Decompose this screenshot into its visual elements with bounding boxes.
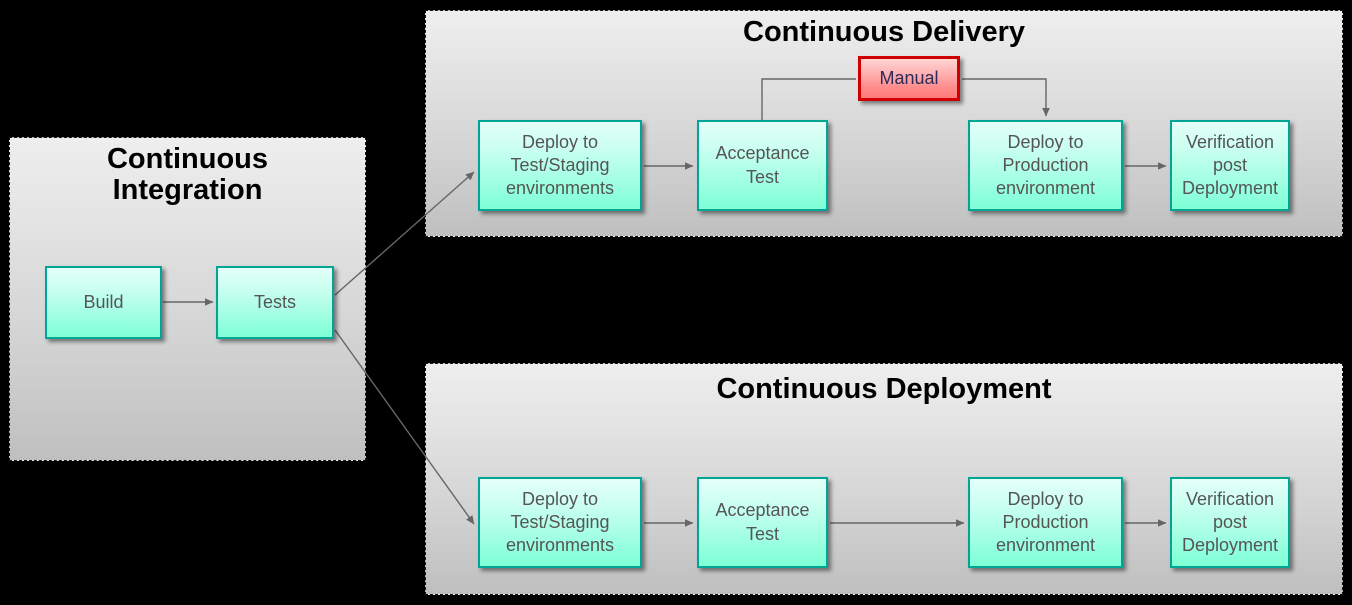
node-delivery-deploy-to-production[interactable]: Deploy to Production environment <box>968 120 1123 211</box>
node-deployment-deploy-to-test-staging[interactable]: Deploy to Test/Staging environments <box>478 477 642 568</box>
node-tests[interactable]: Tests <box>216 266 334 339</box>
node-delivery-acceptance-test[interactable]: Acceptance Test <box>697 120 828 211</box>
node-build[interactable]: Build <box>45 266 162 339</box>
panel-title-continuous-integration: Continuous Integration <box>106 143 269 207</box>
node-deployment-acceptance-test[interactable]: Acceptance Test <box>697 477 828 568</box>
node-deployment-verification-post-deployment[interactable]: Verification post Deployment <box>1170 477 1290 568</box>
node-deployment-deploy-to-production[interactable]: Deploy to Production environment <box>968 477 1123 568</box>
panel-title-continuous-delivery: Continuous Delivery <box>743 16 1025 48</box>
node-delivery-verification-post-deployment[interactable]: Verification post Deployment <box>1170 120 1290 211</box>
node-delivery-manual-gate[interactable]: Manual <box>858 56 960 101</box>
node-delivery-deploy-to-test-staging[interactable]: Deploy to Test/Staging environments <box>478 120 642 211</box>
panel-title-continuous-deployment: Continuous Deployment <box>716 373 1052 405</box>
